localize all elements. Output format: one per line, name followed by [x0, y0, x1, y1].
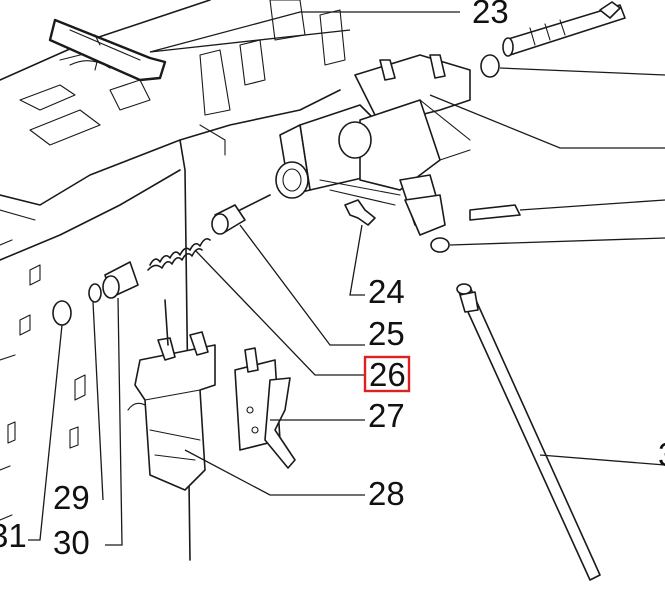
callout-30: 30 — [53, 524, 90, 561]
callout-31: 31 — [0, 517, 27, 554]
o-ring-top — [480, 54, 500, 78]
callout-28: 28 — [368, 475, 405, 512]
part-30-bushing — [102, 261, 139, 299]
part-spindle — [502, 1, 626, 57]
callout-25: 25 — [368, 315, 405, 352]
part-bracket — [469, 204, 521, 221]
callout-32: 3 — [658, 436, 665, 473]
callout-26: 26 — [369, 356, 406, 393]
part-25-plunger — [211, 194, 271, 235]
part-31-o-ring — [52, 300, 72, 326]
callout-23: 23 — [472, 0, 509, 30]
part-29-o-ring — [88, 283, 102, 303]
part-23-gasket — [48, 18, 167, 82]
callout-26-highlight-box — [363, 355, 411, 393]
callout-24: 24 — [368, 273, 405, 310]
part-24-clip — [344, 199, 376, 226]
callout-27: 27 — [368, 397, 405, 434]
callout-labels: 23 24 25 26 27 28 29 30 31 3 — [0, 0, 665, 561]
part-26-spring — [147, 238, 211, 271]
callout-29: 29 — [53, 479, 90, 516]
o-ring-mid — [430, 237, 450, 253]
leader-lines — [28, 11, 665, 546]
part-28-actuator — [127, 299, 216, 491]
part-27-microswitch — [234, 347, 296, 469]
valve-body — [275, 54, 471, 236]
part-tube — [456, 283, 601, 581]
